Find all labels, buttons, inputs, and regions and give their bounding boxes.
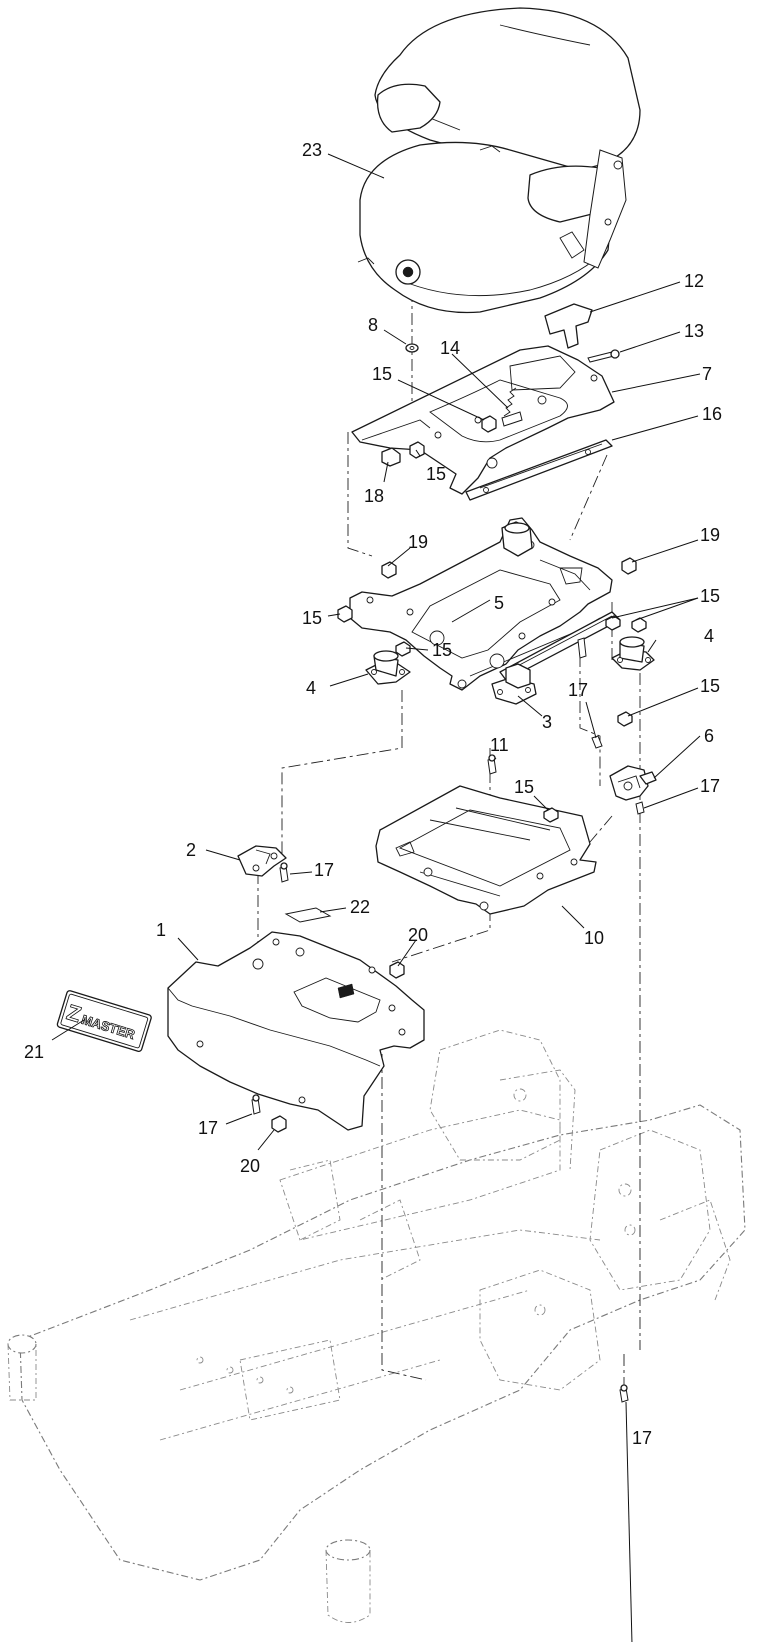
callout-bracket-12: 12 <box>684 271 704 291</box>
shroud-part-1 <box>167 931 425 1131</box>
bolt-part-20-upper <box>389 961 405 979</box>
callout-nut-15-f: 15 <box>700 676 720 696</box>
callout-nut-15-d: 15 <box>700 586 720 606</box>
callout-seat: 23 <box>302 140 322 160</box>
callout-nut-19-left: 19 <box>408 532 428 552</box>
callout-label-22: 22 <box>350 897 370 917</box>
mower-frame <box>7 1029 746 1623</box>
top-isolator-mount <box>501 521 533 557</box>
bolt-17-near-2 <box>279 862 289 883</box>
callout-pan-10: 10 <box>584 928 604 948</box>
bracket-part-12 <box>544 303 593 349</box>
mount-part-3 <box>491 663 537 705</box>
callout-bracket-6: 6 <box>704 726 714 746</box>
callout-bolt-17-c: 17 <box>314 860 334 880</box>
callout-nut-15-b: 15 <box>426 464 446 484</box>
callout-nut-15-e: 15 <box>432 640 452 660</box>
callout-bracket-5: 5 <box>494 593 504 613</box>
callout-washer-8: 8 <box>368 315 378 335</box>
callout-rail-16: 16 <box>702 404 722 424</box>
callout-shroud-1: 1 <box>156 920 166 940</box>
callout-bolt-17-b: 17 <box>700 776 720 796</box>
screw-part-13 <box>587 349 620 363</box>
nut-15-plate <box>409 415 497 459</box>
callout-spring-14: 14 <box>440 338 460 358</box>
bracket-part-6 <box>609 765 657 801</box>
callout-plate-7: 7 <box>702 364 712 384</box>
bracket-part-2 <box>237 845 287 877</box>
bolt-part-20-lower <box>271 1115 287 1133</box>
mount-part-4-left <box>365 650 411 685</box>
callout-bolt-11: 11 <box>490 735 509 755</box>
decal-part-21: Z MASTER <box>56 990 152 1052</box>
callout-screw-13: 13 <box>684 321 704 341</box>
callout-nut-19-right: 19 <box>700 525 720 545</box>
callout-mount-4-right: 4 <box>704 626 714 646</box>
rail-part-16 <box>465 439 613 501</box>
callout-mount-3: 3 <box>542 712 552 732</box>
callout-bolt-18: 18 <box>364 486 384 506</box>
callout-bolt-20-a: 20 <box>408 925 428 945</box>
leader-lines <box>51 153 701 1642</box>
callout-mount-4-left: 4 <box>306 678 316 698</box>
label-part-22 <box>284 907 332 923</box>
washer-part-8 <box>405 343 419 353</box>
callout-nut-15-c: 15 <box>302 608 322 628</box>
callout-decal-21: 21 <box>24 1042 44 1062</box>
bolt-part-11 <box>487 754 497 775</box>
callout-bolt-20-b: 20 <box>240 1156 260 1176</box>
callout-labels: 23 12 13 7 14 8 15 15 16 18 19 19 15 5 1… <box>24 140 722 1448</box>
callout-bolt-17-a: 17 <box>568 680 588 700</box>
callout-bolt-17-e: 17 <box>632 1428 652 1448</box>
callout-nut-15-a: 15 <box>372 364 392 384</box>
callout-bolt-17-d: 17 <box>198 1118 218 1138</box>
seat-assembly <box>357 7 641 314</box>
bolt-17-shroud <box>251 1094 261 1115</box>
mount-part-4-right <box>611 636 655 671</box>
nut-15-pan <box>543 807 559 823</box>
callout-bracket-2: 2 <box>186 840 196 860</box>
bolt-part-18 <box>381 447 401 467</box>
spring-part-14 <box>501 387 523 427</box>
callout-nut-15-g: 15 <box>514 777 534 797</box>
pan-part-10 <box>375 785 597 915</box>
bolt-17-frame <box>619 1384 629 1403</box>
